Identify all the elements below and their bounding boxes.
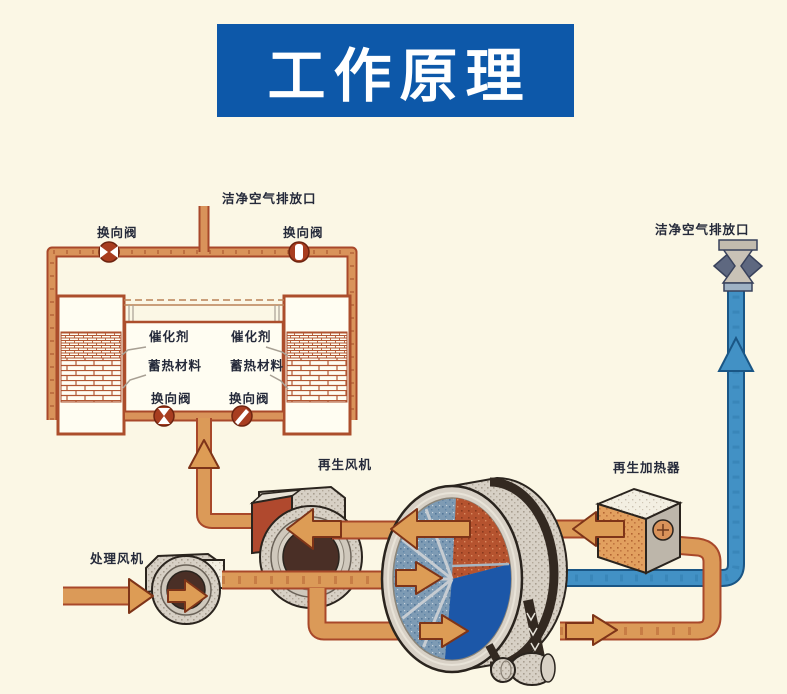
regen-riser-pipe	[196, 418, 256, 529]
valve-bottom-right-label: 换向阀	[229, 392, 270, 406]
title-banner: 工作原理	[217, 24, 574, 117]
page-title: 工作原理	[267, 43, 532, 109]
left-chamber	[56, 294, 126, 436]
right-chamber	[282, 294, 352, 436]
clean-air-pipe	[560, 290, 755, 587]
process-inlet-arrow	[128, 578, 154, 614]
label-leader-lines	[121, 346, 289, 390]
process-into-rotor-arrow	[395, 561, 443, 595]
regen-fan-label: 再生风机	[318, 458, 373, 472]
rotor-regen-out-arrow	[390, 508, 471, 550]
process-fan-flow-arrow	[167, 579, 208, 613]
heat-storage-right-label: 蓄热材料	[230, 359, 285, 373]
catalyst-left-label: 催化剂	[149, 330, 190, 344]
right-outlet-symbol	[712, 239, 764, 292]
diverter-valve-top-right	[288, 241, 310, 263]
clean-air-up-arrow	[717, 335, 755, 372]
diverter-valve-bottom-left	[153, 405, 175, 427]
heater-out-arrow	[572, 511, 625, 547]
top-outlet-label: 洁净空气排放口	[222, 192, 317, 206]
rotor-drive-unit	[485, 598, 556, 686]
rotor-to-heater-arrow	[565, 614, 618, 646]
riser-up-arrow	[188, 439, 220, 469]
drive-roller-small	[490, 657, 516, 683]
regen-heater-label: 再生加热器	[613, 461, 681, 475]
orange-pipes	[63, 519, 722, 641]
cooling-into-rotor-arrow	[419, 614, 469, 648]
process-fan-label: 处理风机	[90, 552, 145, 566]
heat-storage-left-label: 蓄热材料	[148, 359, 203, 373]
catalyst-bed-icon	[60, 331, 122, 359]
belt-v-marks	[526, 612, 540, 652]
catalyst-right-label: 催化剂	[231, 330, 272, 344]
diverter-valve-bottom-right	[231, 405, 253, 427]
regen-fan	[249, 485, 363, 609]
catalyst-bed-icon	[286, 331, 348, 359]
right-outlet-label: 洁净空气排放口	[655, 223, 750, 237]
valve-top-left-label: 换向阀	[97, 226, 138, 240]
diverter-valve-top-left	[98, 241, 120, 263]
regen-fan-flow-arrow	[286, 508, 342, 550]
valve-top-right-label: 换向阀	[283, 226, 324, 240]
rotor-wheel	[380, 476, 568, 674]
flow-arrows	[128, 439, 625, 648]
heat-storage-bed-icon	[286, 357, 348, 403]
oxidizer-assembly	[46, 206, 358, 436]
heat-storage-bed-icon	[60, 357, 122, 403]
valve-bottom-left-label: 换向阀	[151, 392, 192, 406]
rotor-regeneration-sector	[452, 498, 510, 579]
combustion-chamber-header	[124, 299, 284, 322]
